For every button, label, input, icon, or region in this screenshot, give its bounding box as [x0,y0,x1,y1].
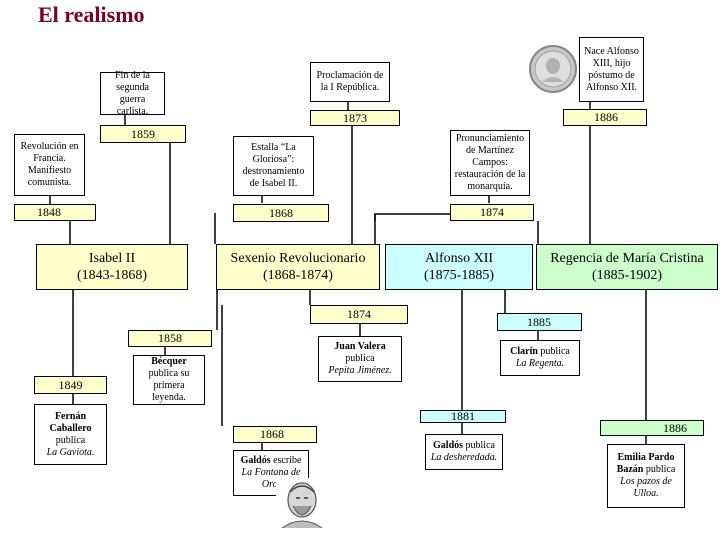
year-1868-bottom: 1868 [233,426,317,443]
period-isabel-ii: Isabel II(1843-1868) [36,244,188,290]
event-nace-alfonso-xiii: Nace Alfonso XIII, hijo póstumo de Alfon… [579,37,644,102]
event-estalla-gloriosa: Estalla “La Gloriosa”: destronamiento de… [233,136,314,196]
year-1848: 1848 [14,204,96,221]
event-pronunciamiento: Pronunciamiento de Martínez Campos: rest… [450,130,530,196]
year-1886-bottom: 1886 [600,420,704,436]
event-fin-guerra-carlista: Fin de la segunda guerra carlista. [100,70,165,117]
event-fernan-caballero: Fernán Caballero publica La Gaviota. [34,404,107,465]
page-title: El realismo [38,2,145,27]
period-alfonso-xii: Alfonso XII(1875-1885) [385,244,533,290]
event-galdos-desheredada: Galdós publica La desheredada. [425,434,503,470]
period-regencia: Regencia de María Cristina(1885-1902) [536,244,718,290]
event-clarin: Clarín publica La Regenta. [500,340,580,376]
year-1859: 1859 [100,125,186,143]
year-1886: 1886 [563,109,647,126]
event-galdos-fontana: Galdós escribe La Fontana de Oro. [233,450,309,496]
year-1849: 1849 [34,376,107,394]
period-sexenio: Sexenio Revolucionario(1868-1874) [216,244,380,290]
year-1881: 1881 [420,409,506,423]
year-1885: 1885 [497,313,582,331]
year-1868: 1868 [233,204,329,222]
coin-image [529,45,577,93]
event-juan-valera: Juan Valera publica Pepita Jiménez. [318,336,402,382]
galdos-portrait-image [276,478,328,528]
event-becquer: Bécquer publica su primera leyenda. [133,355,205,405]
event-proclamacion-republica: Proclamación de la I República. [310,62,390,102]
event-revolucion-francia: Revolución en Francia. Manifiesto comuni… [14,134,85,196]
year-1874: 1874 [450,204,534,221]
event-pardo-bazan: Emilia Pardo Bazán publica Los pazos de … [607,444,685,508]
year-1874-bottom: 1874 [310,305,408,324]
year-1858: 1858 [128,330,212,347]
year-1873: 1873 [310,110,400,126]
